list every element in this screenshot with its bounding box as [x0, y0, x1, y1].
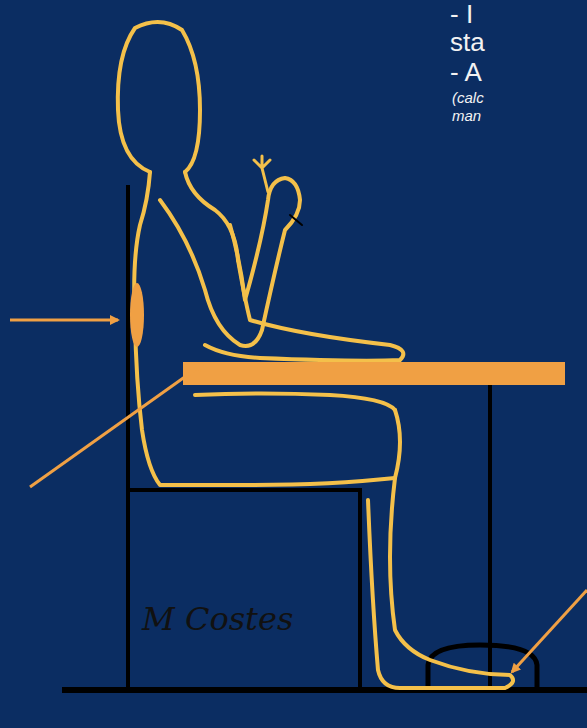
heading-text: - I	[450, 0, 473, 29]
heading-text: - A	[450, 58, 482, 87]
heading-text: man	[452, 108, 481, 125]
table-top	[183, 362, 565, 385]
heading-text: (calc	[452, 90, 484, 107]
pointer-arrow	[30, 364, 203, 487]
heading-text: sta	[450, 28, 485, 57]
footrest	[428, 645, 537, 690]
lumbar-cushion	[130, 283, 144, 347]
chair	[128, 185, 362, 690]
pointer-arrow	[512, 590, 587, 672]
pointer-arrow	[10, 319, 118, 322]
signature: M Costes	[142, 602, 293, 637]
person-outline	[118, 22, 513, 688]
